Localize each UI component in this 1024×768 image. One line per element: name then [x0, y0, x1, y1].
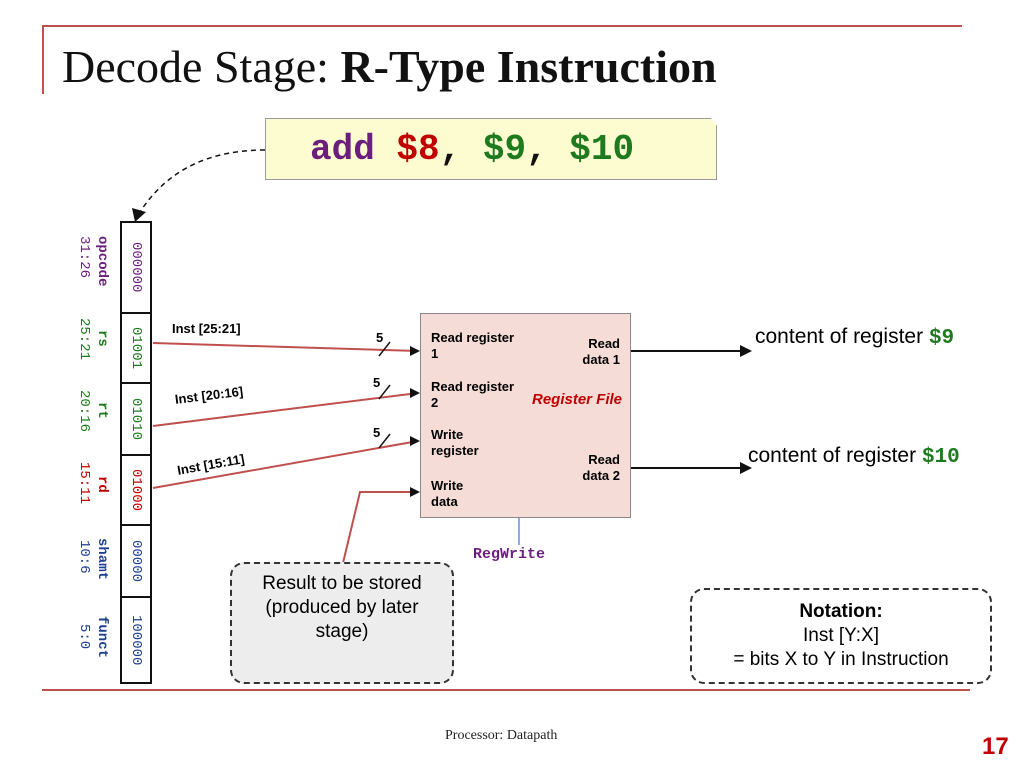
output-read-data-2: content of register $10	[748, 444, 960, 469]
field-rt: 01010	[120, 382, 152, 456]
instruction-banner: add $8, $9, $10	[265, 118, 717, 180]
output-read-data-1: content of register $9	[755, 325, 955, 350]
bus-width-1: 5	[376, 330, 384, 345]
range-funct: 5:0	[76, 624, 92, 650]
regwrite-signal: RegWrite	[473, 546, 546, 563]
instr-rt: $10	[569, 129, 635, 170]
instr-op: add	[310, 129, 375, 170]
field-rs: 01001	[120, 312, 152, 384]
range-rd: 15:11	[76, 462, 92, 505]
label-rd: rd	[94, 476, 110, 493]
rf-write-register: Write register	[431, 427, 479, 458]
instr-arrow-head	[132, 208, 146, 222]
rf-read-data-2: Read data 2	[582, 452, 620, 483]
label-opcode: opcode	[94, 236, 110, 287]
instr-rd: $8	[396, 129, 440, 170]
rf-read-data-1: Read data 1	[582, 336, 620, 367]
result-note: Result to be stored (produced by later s…	[230, 562, 454, 684]
label-rs: rs	[94, 330, 110, 347]
notation-line1: Inst [Y:X]	[802, 625, 880, 646]
rf-title: Register File	[531, 391, 623, 408]
page-title: Decode Stage: R-Type Instruction	[62, 41, 717, 92]
range-rt: 20:16	[76, 390, 92, 433]
page-number: 17	[982, 733, 1009, 760]
instr-rs: $9	[482, 129, 527, 170]
field-rd: 01000	[120, 454, 152, 526]
notation-box: Notation: Inst [Y:X] = bits X to Y in In…	[690, 588, 992, 684]
bus-width-3: 5	[373, 425, 381, 440]
range-opcode: 31:26	[76, 236, 92, 279]
notation-heading: Notation:	[799, 601, 883, 622]
wire-label-25-21: Inst [25:21]	[172, 321, 241, 336]
label-funct: funct	[94, 616, 110, 659]
range-shamt: 10:6	[76, 540, 92, 574]
range-rs: 25:21	[76, 318, 92, 361]
rf-write-data: Write data	[431, 478, 464, 509]
field-opcode: 000000	[120, 221, 152, 314]
field-funct: 100000	[120, 596, 152, 684]
instr-to-fields-arrow	[139, 149, 266, 213]
label-shamt: shamt	[94, 538, 110, 581]
notation-line2: = bits X to Y in Instruction	[733, 649, 949, 670]
label-rt: rt	[94, 402, 110, 419]
bus-width-2: 5	[373, 375, 381, 390]
register-file: Read register 1 Read register 2 Write re…	[420, 313, 631, 518]
footer-text: Processor: Datapath	[445, 728, 558, 743]
rf-read-register-1: Read register 1	[431, 330, 515, 361]
rf-read-register-2: Read register 2	[431, 379, 515, 410]
field-shamt: 00000	[120, 524, 152, 598]
